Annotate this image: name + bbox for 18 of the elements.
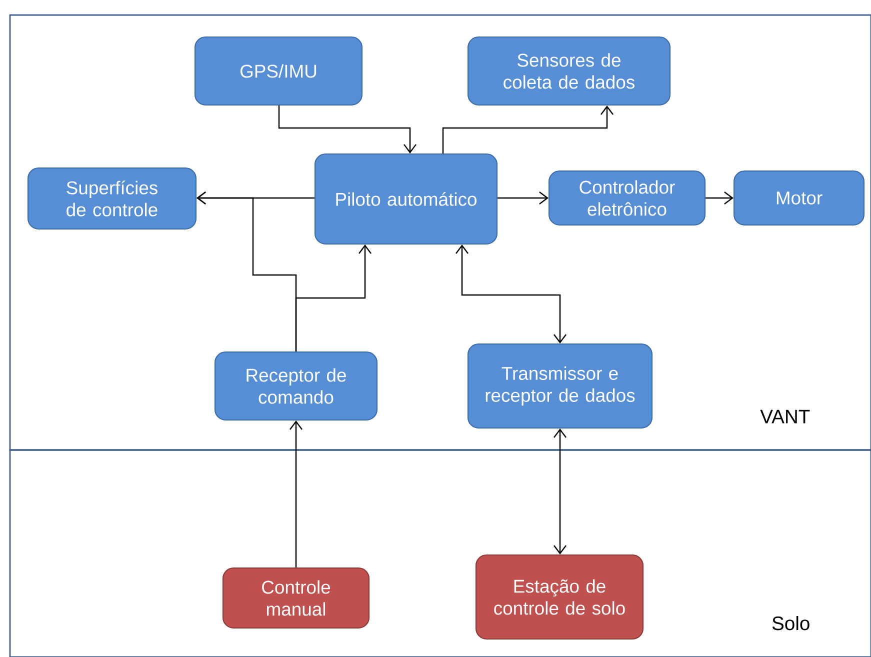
arrow <box>498 192 548 204</box>
process-box: Transmissor e receptor de dados <box>467 343 653 429</box>
arrow <box>554 428 566 554</box>
process-box: Receptor de comando <box>214 351 378 421</box>
process-box: Sensores de coleta de dados <box>467 36 671 106</box>
arrow <box>456 244 566 344</box>
arrow <box>706 192 734 204</box>
process-box: Controle manual <box>222 567 370 629</box>
process-box: GPS/IMU <box>194 36 363 106</box>
process-box: Superfícies de controle <box>27 167 197 230</box>
arrow <box>290 420 302 568</box>
arrow <box>442 106 614 154</box>
arrow <box>278 106 416 154</box>
process-box: Controlador eletrônico <box>548 170 706 226</box>
process-box: Piloto automático <box>314 153 498 245</box>
arrow <box>295 244 372 352</box>
process-box: Motor <box>734 170 865 226</box>
process-box: Estação de controle de solo <box>475 554 644 640</box>
